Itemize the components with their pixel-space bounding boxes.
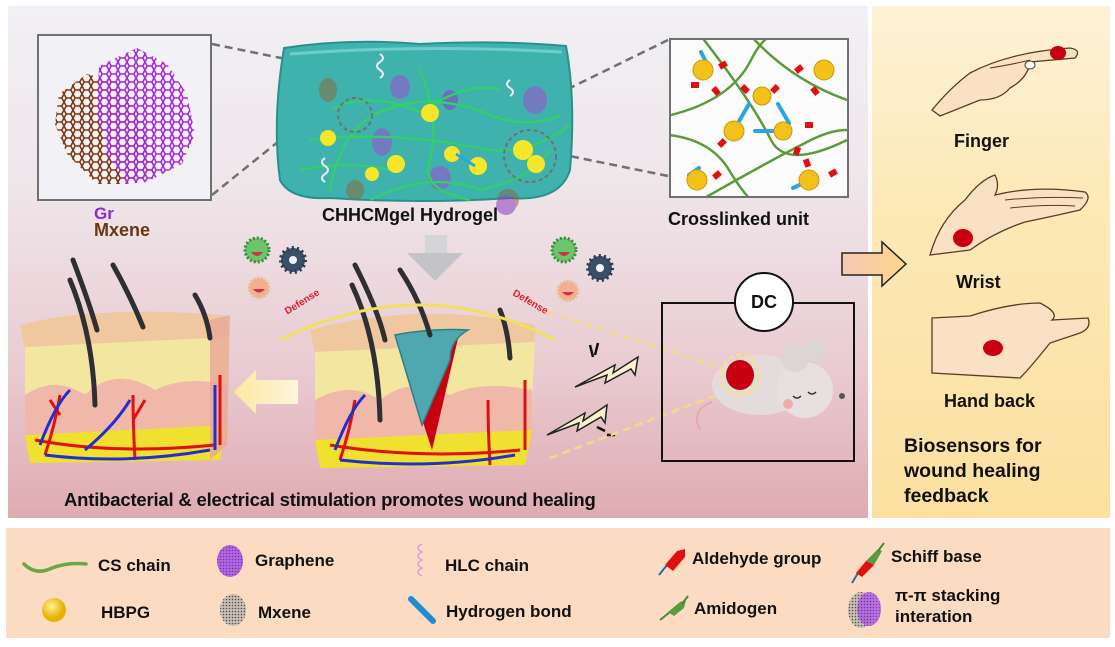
graphene-icon (217, 545, 243, 577)
legend-label-mxene: Mxene (258, 603, 311, 622)
legend-label-hbpg: HBPG (101, 603, 151, 622)
crosslink-network-icon (671, 40, 847, 196)
legend-label-hydrogen-bond: Hydrogen bond (446, 602, 572, 621)
cs-chain-icon (22, 561, 88, 573)
wrist-label: Wrist (956, 272, 1001, 292)
legend-label-pi-stacking: π-π stacking interation (895, 585, 1000, 627)
aldehyde-group-icon (658, 549, 685, 576)
schiff-base-icon (851, 542, 885, 584)
hand-back-label: Hand back (944, 391, 1036, 411)
dc-label: DC (751, 291, 777, 312)
biosensor-caption-line-3: feedback (904, 485, 989, 507)
bacteria-group-left-icon (243, 236, 307, 301)
finger-label: Finger (954, 131, 1010, 151)
gr-mxene-lattice-icon (55, 48, 195, 184)
biosensor-caption-line-1: Biosensors for (904, 435, 1042, 457)
hydrogel-block-icon (275, 40, 574, 215)
legend-label-schiff-base: Schiff base (891, 547, 982, 566)
legend-label-pi-stacking-line-2: interation (895, 607, 973, 626)
amidogen-icon (659, 595, 689, 621)
dc-source-circle: DC (734, 272, 794, 332)
pi-stacking-icon (848, 592, 881, 628)
main-caption: Antibacterial & electrical stimulation p… (64, 489, 596, 510)
biosensor-caption: Biosensors for wound healing feedback (904, 434, 1042, 509)
hydrogel-label: CHHCMgel Hydrogel (322, 205, 499, 225)
left-arrow-icon (234, 370, 298, 414)
gr-label: Gr (94, 204, 114, 223)
down-arrow-icon (407, 235, 463, 281)
legend (6, 528, 1110, 638)
crosslink-label: Crosslinked unit (668, 209, 810, 229)
hbpg-sphere-icon (42, 598, 66, 622)
dashed-pointer-lines (547, 310, 731, 460)
legend-label-hlc-chain: HLC chain (445, 556, 530, 575)
mxene-label: Mxene (94, 220, 151, 240)
finger-hand-icon (931, 46, 1079, 117)
wrist-hand-icon (929, 174, 1089, 256)
wound-skin-block-icon (279, 262, 556, 468)
crosslink-inset (669, 38, 849, 198)
legend-label-aldehyde-group: Aldehyde group (692, 549, 822, 568)
mxene-icon (220, 594, 246, 626)
biosensor-caption-line-2: wound healing (904, 460, 1041, 482)
hydrogen-bond-icon (408, 596, 436, 624)
legend-label-amidogen: Amidogen (694, 599, 778, 618)
mouse-icon (696, 339, 845, 431)
legend-label-pi-stacking-line-1: π-π stacking (895, 586, 1001, 605)
hand-back-icon (931, 302, 1090, 379)
legend-label-graphene: Graphene (255, 551, 335, 570)
hlc-chain-icon (417, 543, 424, 577)
healed-skin-block-icon (20, 257, 230, 463)
bacteria-group-right-icon (550, 236, 614, 304)
lightning-bolts-icon (546, 342, 640, 437)
legend-label-cs-chain: CS chain (98, 556, 171, 575)
right-arrow-icon (841, 240, 908, 288)
